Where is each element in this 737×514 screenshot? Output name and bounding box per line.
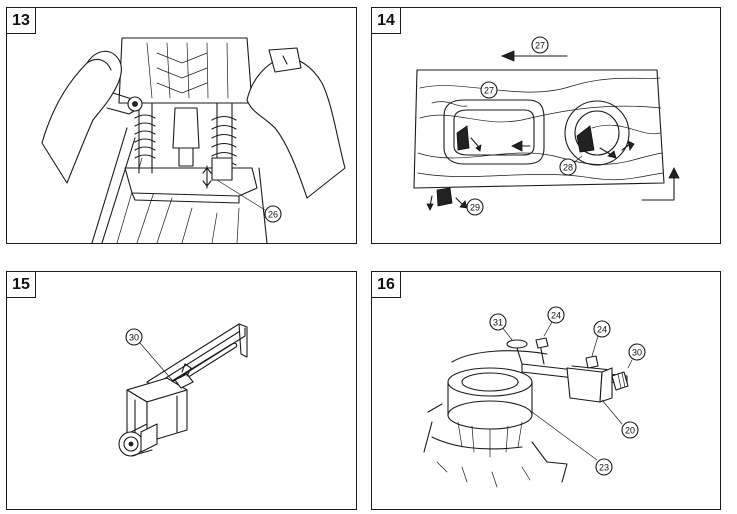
figure-16-illustration: 31 24 24 30 20 23: [423, 306, 646, 488]
figure-15-panel: 15 30: [6, 271, 357, 510]
figure-16-number: 16: [372, 272, 401, 298]
callout-24-left: 24: [551, 311, 561, 321]
figure-15-number: 15: [7, 272, 36, 298]
figure-13-number: 13: [7, 8, 36, 34]
figure-13-illustration: 26: [41, 37, 346, 243]
figure-14-illustration: 27 27 28: [413, 36, 680, 216]
callout-31: 31: [493, 318, 503, 328]
callout-30-fig15: 30: [129, 333, 139, 343]
callout-28: 28: [563, 163, 573, 173]
figure-15-illustration: 30: [118, 323, 248, 457]
callout-20: 20: [625, 426, 635, 436]
figure-14-panel: 14 27 27 2: [371, 7, 721, 244]
figure-16-panel: 16 31 24 24: [371, 271, 721, 510]
callout-26: 26: [268, 210, 278, 220]
figure-14-number: 14: [372, 8, 401, 34]
callout-27-top: 27: [535, 41, 545, 51]
callout-27-board: 27: [484, 86, 494, 96]
callout-29: 29: [470, 203, 480, 213]
figure-13-panel: 13: [6, 7, 357, 244]
callout-24-right: 24: [597, 325, 607, 335]
callout-23: 23: [599, 463, 609, 473]
callout-30-fig16: 30: [632, 348, 642, 358]
